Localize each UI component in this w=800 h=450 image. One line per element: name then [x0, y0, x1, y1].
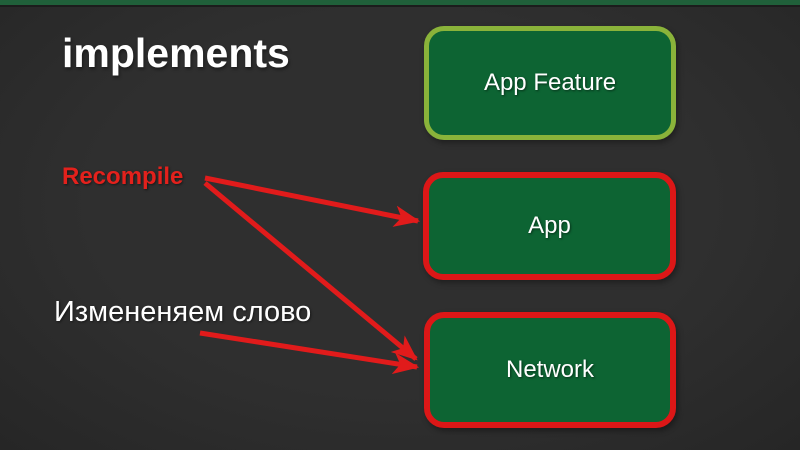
- change-word-label: Измененяем слово: [54, 296, 312, 328]
- arrow-recompile-to-app: [204, 175, 421, 227]
- slide-title: implements: [62, 30, 290, 76]
- app-box: App: [423, 172, 676, 280]
- arrow-recompile-to-network: [203, 181, 418, 361]
- app-box-label: App: [528, 212, 571, 239]
- recompile-label: Recompile: [62, 163, 184, 190]
- slide-top-accent-bar: [0, 0, 800, 7]
- app-feature-box: App Feature: [424, 26, 676, 140]
- arrow-changeword-to-network: [199, 330, 420, 375]
- network-box-label: Network: [505, 356, 595, 383]
- slide-bottom-edge: [0, 445, 800, 450]
- network-box: Network: [424, 312, 676, 428]
- app-feature-box-label: App Feature: [483, 69, 617, 96]
